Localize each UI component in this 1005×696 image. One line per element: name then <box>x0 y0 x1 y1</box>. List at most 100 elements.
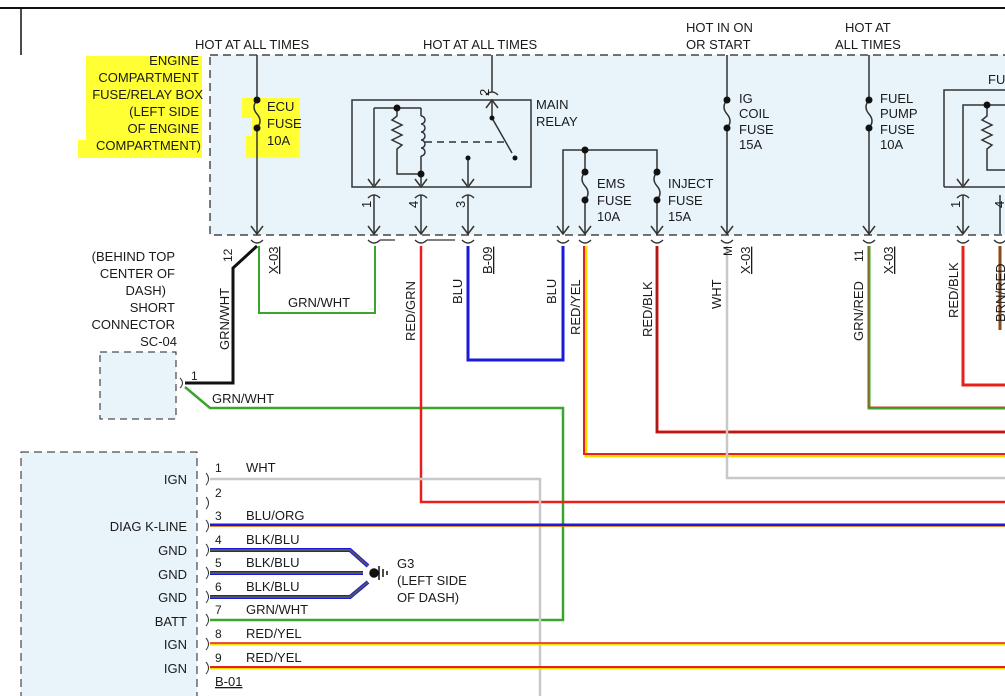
fuse-box-label: ENGINE COMPARTMENT FUSE/RELAY BOX (LEFT … <box>92 53 203 153</box>
svg-text:5: 5 <box>215 556 222 570</box>
svg-text:GRN/WHT: GRN/WHT <box>288 295 350 310</box>
wire-wht-ign <box>210 477 542 696</box>
svg-text:9: 9 <box>215 651 222 665</box>
hot-label-ig-1: HOT IN ON <box>686 20 753 35</box>
svg-text:BRN/RED: BRN/RED <box>993 263 1005 322</box>
hot-label-ig-2: OR START <box>686 37 751 52</box>
svg-text:12: 12 <box>221 248 235 262</box>
wire-grnwht-batt <box>184 386 565 622</box>
svg-text:X-03: X-03 <box>881 247 896 274</box>
svg-text:RED/YEL: RED/YEL <box>568 279 583 335</box>
svg-text:FUSE: FUSE <box>739 122 774 137</box>
diag-pin-5: GND 5 BLK/BLU <box>158 555 299 582</box>
svg-text:COIL: COIL <box>739 106 769 121</box>
svg-text:GRN/WHT: GRN/WHT <box>217 288 232 350</box>
svg-text:15A: 15A <box>668 209 691 224</box>
svg-text:FUSE: FUSE <box>597 193 632 208</box>
hot-label-fp-1: HOT AT <box>845 20 891 35</box>
svg-text:RED/GRN: RED/GRN <box>403 281 418 341</box>
short-connector-label: (BEHIND TOP CENTER OF DASH) SHORT CONNEC… <box>91 249 177 349</box>
svg-text:BLK/BLU: BLK/BLU <box>246 555 299 570</box>
svg-text:RELAY: RELAY <box>536 114 578 129</box>
svg-text:RED/YEL: RED/YEL <box>246 626 302 641</box>
svg-text:1: 1 <box>359 201 374 208</box>
wire-redgrn <box>419 246 1005 504</box>
svg-text:SC-04: SC-04 <box>140 334 177 349</box>
svg-text:10A: 10A <box>267 133 290 148</box>
svg-text:G3: G3 <box>397 556 414 571</box>
svg-text:COMPARTMENT: COMPARTMENT <box>98 70 199 85</box>
svg-text:SHORT: SHORT <box>130 300 175 315</box>
svg-text:DASH): DASH) <box>126 283 166 298</box>
box-internal-wiring <box>250 55 1005 236</box>
wires <box>184 244 1005 696</box>
svg-text:RED/YEL: RED/YEL <box>246 650 302 665</box>
svg-text:X-03: X-03 <box>738 247 753 274</box>
fuel-relay-label: FU <box>988 72 1005 87</box>
wire-blu <box>466 246 565 362</box>
svg-text:(BEHIND TOP: (BEHIND TOP <box>92 249 175 264</box>
svg-text:RED/BLK: RED/BLK <box>946 262 961 318</box>
svg-text:IGN: IGN <box>164 472 187 487</box>
junction-dots <box>253 96 991 204</box>
svg-text:RED/BLK: RED/BLK <box>640 281 655 337</box>
fuse-labels: ECU FUSE 10A MAIN RELAY EMS FUSE 10A INJ… <box>267 72 1005 224</box>
hot-label-ecu: HOT AT ALL TIMES <box>195 37 309 52</box>
svg-text:INJECT: INJECT <box>668 176 714 191</box>
svg-text:WHT: WHT <box>246 460 276 475</box>
svg-text:B-09: B-09 <box>480 247 495 274</box>
svg-text:2: 2 <box>215 486 222 500</box>
wire-redyel <box>583 246 1005 455</box>
diag-pin-1: IGN 1 WHT <box>164 460 276 487</box>
wire-labels: GRN/WHT GRN/WHT RED/GRN BLU BLU RED/YEL … <box>212 262 1005 406</box>
wire-grnwht-black <box>185 244 259 385</box>
svg-text:BATT: BATT <box>155 614 187 629</box>
svg-text:GND: GND <box>158 567 187 582</box>
svg-text:ECU: ECU <box>267 99 294 114</box>
relay-pin-numbers: 2 1 4 3 1 4 <box>359 89 1005 208</box>
svg-text:BLU: BLU <box>450 279 465 304</box>
svg-text:4: 4 <box>406 201 421 208</box>
svg-text:X-03: X-03 <box>266 247 281 274</box>
svg-text:3: 3 <box>215 509 222 523</box>
fuse-relay-box <box>209 54 1005 236</box>
svg-text:3: 3 <box>453 201 468 208</box>
diag-pin-2: 2 <box>205 486 222 510</box>
svg-text:BLK/BLU: BLK/BLU <box>246 579 299 594</box>
svg-text:10A: 10A <box>880 137 903 152</box>
supply-labels: HOT AT ALL TIMES HOT AT ALL TIMES HOT IN… <box>195 20 901 52</box>
svg-text:CONNECTOR: CONNECTOR <box>91 317 175 332</box>
svg-text:BLU: BLU <box>544 279 559 304</box>
svg-text:M: M <box>721 246 735 256</box>
wire-redblk-2 <box>961 246 1005 387</box>
svg-text:4: 4 <box>992 201 1005 208</box>
svg-text:GND: GND <box>158 590 187 605</box>
hot-label-relay: HOT AT ALL TIMES <box>423 37 537 52</box>
main-relay-label: MAIN <box>536 97 569 112</box>
svg-text:DIAG K-LINE: DIAG K-LINE <box>110 519 188 534</box>
svg-text:15A: 15A <box>739 137 762 152</box>
wire-redyel-stripe <box>584 246 1005 458</box>
svg-text:2: 2 <box>477 89 492 96</box>
svg-text:COMPARTMENT): COMPARTMENT) <box>96 138 201 153</box>
svg-text:ENGINE: ENGINE <box>149 53 199 68</box>
svg-text:BLK/BLU: BLK/BLU <box>246 532 299 547</box>
svg-text:1: 1 <box>215 461 222 475</box>
svg-text:FUSE: FUSE <box>668 193 703 208</box>
svg-text:1: 1 <box>191 369 198 383</box>
svg-text:PUMP: PUMP <box>880 106 918 121</box>
svg-text:BLU/ORG: BLU/ORG <box>246 508 305 523</box>
diag-connector <box>20 451 198 696</box>
svg-text:CENTER OF: CENTER OF <box>100 266 175 281</box>
connector-labels: 12 X-03 B-09 M X-03 11 X-03 <box>221 246 896 274</box>
svg-text:FUEL: FUEL <box>880 91 913 106</box>
svg-text:GRN/WHT: GRN/WHT <box>212 391 274 406</box>
svg-text:10A: 10A <box>597 209 620 224</box>
ground-icon <box>369 566 388 580</box>
